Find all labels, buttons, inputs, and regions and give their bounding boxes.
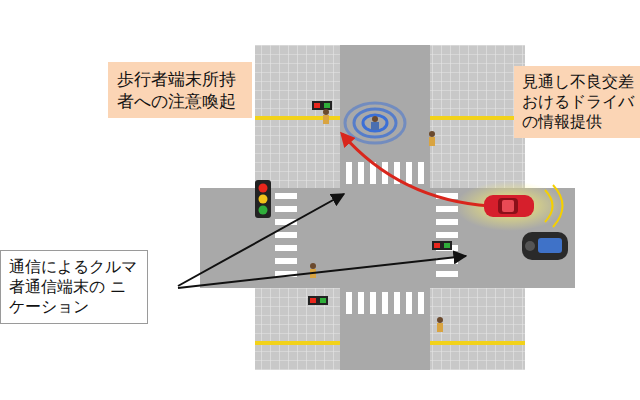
crosswalk xyxy=(275,162,458,314)
callout-text: 見通し不良交差 おけるドライバ の情報提供 xyxy=(522,72,635,132)
curb-line xyxy=(255,118,525,343)
callout-box: 歩行者端末所持者への注意喚起 xyxy=(108,62,252,118)
turn-arrow xyxy=(342,134,490,206)
signal-ripple xyxy=(345,103,405,143)
traffic-light xyxy=(255,180,271,218)
callout-text: 歩行者端末所持者への注意喚起 xyxy=(117,68,243,112)
callout-text: 通信によるクルマ 者通信端末の ニケーション xyxy=(9,257,139,317)
callout-box: 通信によるクルマ 者通信端末の ニケーション xyxy=(0,250,148,324)
onboard-device xyxy=(522,232,568,260)
callout-box: 見通し不良交差 おけるドライバ の情報提供 xyxy=(514,66,640,138)
car xyxy=(484,195,534,217)
leader-arrow xyxy=(178,256,466,288)
road xyxy=(340,45,430,370)
car-glow xyxy=(455,181,565,231)
car-ripple xyxy=(545,185,563,227)
